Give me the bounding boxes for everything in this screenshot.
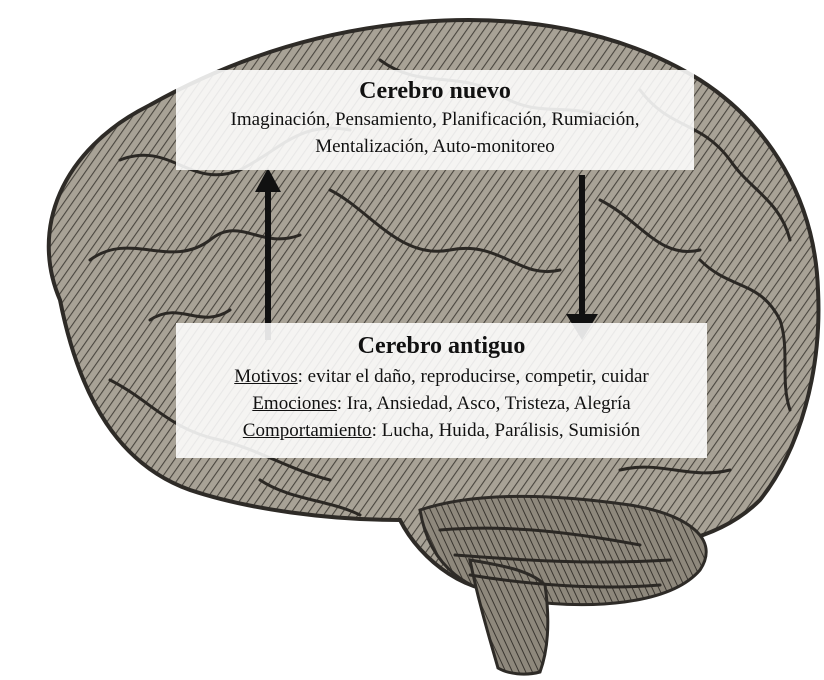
emotions-text: : Ira, Ansiedad, Asco, Tristeza, Alegría	[337, 393, 631, 414]
emotions-row: Emociones: Ira, Ansiedad, Asco, Tristeza…	[176, 390, 707, 417]
motives-term: Motivos	[234, 366, 297, 387]
new-brain-line-1: Imaginación, Pensamiento, Planificación,…	[182, 106, 688, 133]
behavior-term: Comportamiento	[243, 420, 372, 441]
motives-row: Motivos: evitar el daño, reproducirse, c…	[176, 363, 707, 390]
cerebellum-shape	[420, 496, 706, 604]
new-brain-line-2: Mentalización, Auto-monitoreo	[182, 133, 688, 160]
new-brain-box: Cerebro nuevo Imaginación, Pensamiento, …	[176, 70, 694, 170]
behavior-row: Comportamiento: Lucha, Huida, Parálisis,…	[176, 417, 707, 444]
behavior-text: : Lucha, Huida, Parálisis, Sumisión	[372, 420, 641, 441]
old-brain-title: Cerebro antiguo	[176, 331, 707, 361]
old-brain-box: Cerebro antiguo Motivos: evitar el daño,…	[176, 323, 707, 458]
new-brain-title: Cerebro nuevo	[176, 76, 694, 106]
motives-text: : evitar el daño, reproducirse, competir…	[298, 366, 649, 387]
emotions-term: Emociones	[252, 393, 336, 414]
new-brain-functions: Imaginación, Pensamiento, Planificación,…	[176, 106, 694, 160]
